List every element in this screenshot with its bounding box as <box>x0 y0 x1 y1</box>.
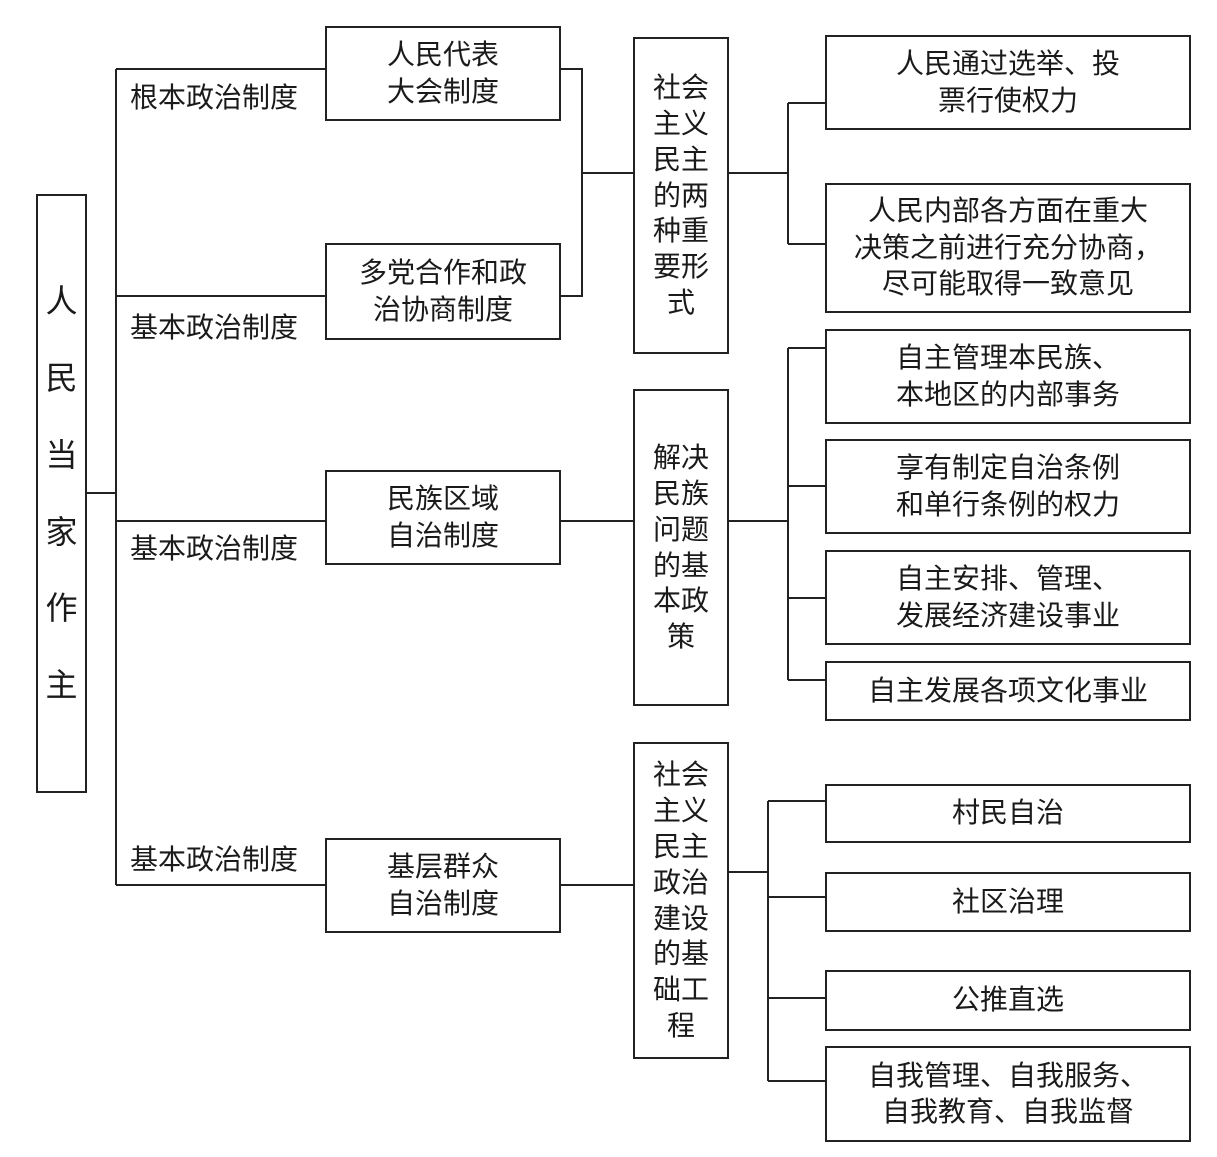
text-line: 自我教育、自我监督 <box>881 1095 1134 1128</box>
text-line: 票行使权力 <box>937 83 1078 117</box>
text-line: 要形 <box>652 250 709 284</box>
node-text: 享有制定自治条例和单行条例的权力 <box>896 450 1120 523</box>
text-char: 主 <box>45 666 78 705</box>
text-line: 本地区的内部事务 <box>895 377 1120 411</box>
text-line: 大会制度 <box>386 74 499 108</box>
text-line: 人民代表 <box>386 38 499 72</box>
leaf-autonomy-regulations: 享有制定自治条例和单行条例的权力 <box>825 439 1191 534</box>
text-line: 的基 <box>652 548 709 582</box>
node-ethnic-policy: 解决民族问题的基本政策 <box>633 389 729 706</box>
leaf-election: 人民通过选举、投票行使权力 <box>825 35 1191 130</box>
text-line: 民主 <box>652 829 709 863</box>
text-line: 建设 <box>652 901 709 935</box>
text-line: 民族 <box>652 476 709 510</box>
text-line: 社会 <box>652 71 709 105</box>
text-char: 家 <box>45 512 78 551</box>
leaf-cultural-affairs: 自主发展各项文化事业 <box>825 661 1191 721</box>
text-line: 社会 <box>652 758 709 792</box>
text-line: 解决 <box>652 441 709 475</box>
text-line: 式 <box>666 286 695 320</box>
root-node: 人民当家作主 <box>36 194 87 793</box>
text-char: 当 <box>45 435 78 474</box>
node-text: 自主管理本民族、本地区的内部事务 <box>896 340 1120 413</box>
text-line: 人民通过选举、投 <box>895 47 1120 81</box>
text-line: 自主管理本民族、 <box>895 341 1120 375</box>
text-line: 社区治理 <box>951 884 1064 918</box>
label-basic-system: 基本政治制度 <box>130 843 299 876</box>
text-line: 享有制定自治条例 <box>895 451 1120 485</box>
text-line: 主义 <box>652 106 709 140</box>
connector-npc-to-forms <box>560 68 583 297</box>
text-line: 自主安排、管理、 <box>895 562 1120 596</box>
leaf-economic-affairs: 自主安排、管理、发展经济建设事业 <box>825 550 1191 645</box>
text-line: 的基 <box>652 937 709 971</box>
node-text: 人民代表大会制度 <box>387 37 499 110</box>
text-line: 民主 <box>652 142 709 176</box>
text-line: 人民内部各方面在重大 <box>867 194 1148 228</box>
node-text: 基层群众自治制度 <box>387 849 499 922</box>
node-grassroots-autonomy-system: 基层群众自治制度 <box>325 838 561 933</box>
node-text: 人民内部各方面在重大决策之前进行充分协商，尽可能取得一致意见 <box>854 193 1162 302</box>
text-char: 人 <box>45 282 78 321</box>
leaf-community-governance: 社区治理 <box>825 872 1191 932</box>
leaf-direct-election: 公推直选 <box>825 970 1191 1031</box>
node-democracy-forms: 社会主义民主的两种重要形式 <box>633 37 729 354</box>
text-line: 和单行条例的权力 <box>895 487 1120 521</box>
text-line: 自治制度 <box>386 518 499 552</box>
text-line: 策 <box>666 620 695 654</box>
leaf-ethnic-affairs: 自主管理本民族、本地区的内部事务 <box>825 329 1191 424</box>
text-line: 本政 <box>652 584 709 618</box>
node-text: 自主安排、管理、发展经济建设事业 <box>896 561 1120 634</box>
text-line: 公推直选 <box>951 983 1064 1017</box>
node-text: 自主发展各项文化事业 <box>868 673 1148 709</box>
leaf-village-autonomy: 村民自治 <box>825 784 1191 843</box>
text-line: 治协商制度 <box>372 292 513 326</box>
text-line: 自主发展各项文化事业 <box>867 673 1148 707</box>
label-fundamental-system: 根本政治制度 <box>130 81 299 114</box>
label-basic-system: 基本政治制度 <box>130 311 299 344</box>
node-cpc-system: 多党合作和政治协商制度 <box>325 243 561 340</box>
node-text: 民族区域自治制度 <box>387 481 499 554</box>
text-line: 问题 <box>652 512 709 546</box>
node-npc-system: 人民代表大会制度 <box>325 26 561 121</box>
text-line: 主义 <box>652 794 709 828</box>
text-line: 自我管理、自我服务、 <box>867 1058 1148 1092</box>
text-line: 决策之前进行充分协商， <box>853 230 1162 264</box>
node-text: 多党合作和政治协商制度 <box>359 255 527 328</box>
text-line: 种重 <box>652 214 709 248</box>
text-line: 础工 <box>652 973 709 1007</box>
node-text: 自我管理、自我服务、自我教育、自我监督 <box>868 1058 1148 1131</box>
text-char: 作 <box>45 589 78 628</box>
leaf-self-governance: 自我管理、自我服务、自我教育、自我监督 <box>825 1046 1191 1142</box>
text-line: 民族区域 <box>386 482 499 516</box>
node-text: 村民自治 <box>952 795 1064 831</box>
text-line: 自治制度 <box>386 886 499 920</box>
label-basic-system: 基本政治制度 <box>130 532 299 565</box>
text-line: 尽可能取得一致意见 <box>881 267 1134 301</box>
text-line: 多党合作和政 <box>358 256 527 290</box>
node-ethnic-autonomy-system: 民族区域自治制度 <box>325 470 561 565</box>
text-line: 政治 <box>652 865 709 899</box>
node-text: 人民通过选举、投票行使权力 <box>896 46 1120 119</box>
text-line: 程 <box>666 1008 695 1042</box>
node-text: 社区治理 <box>952 884 1064 920</box>
node-democracy-foundation: 社会主义民主政治建设的基础工程 <box>633 742 729 1059</box>
leaf-consultation: 人民内部各方面在重大决策之前进行充分协商，尽可能取得一致意见 <box>825 183 1191 313</box>
node-text: 公推直选 <box>952 982 1064 1018</box>
text-line: 的两 <box>652 178 709 212</box>
text-line: 村民自治 <box>951 796 1064 830</box>
text-line: 发展经济建设事业 <box>895 598 1120 632</box>
text-line: 基层群众 <box>386 850 499 884</box>
text-char: 民 <box>45 358 78 397</box>
